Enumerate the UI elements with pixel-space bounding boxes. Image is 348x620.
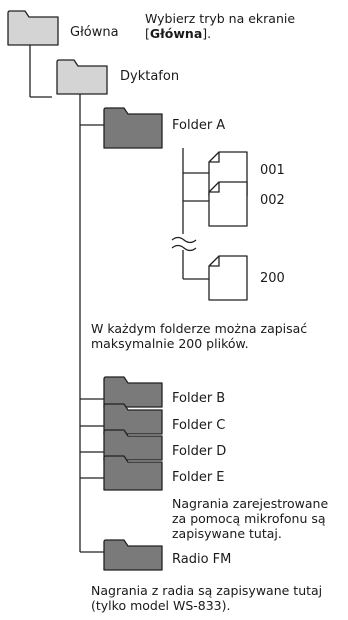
folder-a-note-line-2: maksymalnie 200 plików.: [91, 336, 249, 351]
folder-a-note-line-1: W każdym folderze można zapisać: [91, 321, 308, 336]
mic-note: Nagrania zarejestrowane za pomocą mikrof…: [172, 496, 328, 541]
file-200-icon-fold: [209, 256, 220, 267]
radio-fm-folder-icon: [103, 539, 163, 571]
file-002-label: 002: [260, 193, 285, 208]
home-folder-icon: [7, 10, 59, 46]
radio-note: Nagrania z radia są zapisywane tutaj (ty…: [91, 583, 322, 613]
folder-c-icon: [103, 403, 163, 435]
home-label: Główna: [70, 25, 119, 40]
file-001-icon-fold: [209, 152, 220, 163]
home-instruction-bracket-open: [: [145, 26, 150, 41]
file-002-icon-fold: [209, 182, 220, 193]
tree-icons: [7, 10, 248, 571]
omission-mark-top: [171, 236, 197, 244]
recorder-folder-icon: [56, 59, 108, 95]
folder-a-icon: [103, 107, 163, 149]
recorder-label: Dyktafon: [120, 69, 180, 84]
radio-note-line-1: Nagrania z radia są zapisywane tutaj: [91, 583, 323, 598]
folder-c-label: Folder C: [172, 418, 226, 433]
home-instruction-line-1: Wybierz tryb na ekranie: [145, 11, 296, 26]
file-200-label: 200: [260, 271, 285, 286]
mic-note-line-3: zapisywane tutaj.: [172, 526, 282, 541]
mic-note-line-2: za pomocą mikrofonu są: [172, 511, 326, 526]
folder-e-label: Folder E: [172, 470, 225, 485]
file-200-icon: [208, 255, 248, 301]
file-002-icon: [208, 181, 248, 227]
omission-mark-bottom: [171, 244, 197, 252]
folder-b-label: Folder B: [172, 391, 226, 406]
mic-note-line-1: Nagrania zarejestrowane: [172, 496, 329, 511]
home-instruction-line-2: [Główna].: [145, 26, 295, 41]
radio-fm-label: Radio FM: [172, 552, 232, 567]
folder-e-icon: [103, 455, 163, 491]
home-instruction-bold: Główna: [149, 26, 203, 41]
folder-d-label: Folder D: [172, 444, 227, 459]
file-001-label: 001: [260, 163, 285, 178]
folder-d-icon: [103, 429, 163, 461]
tree-connector-lines: [29, 42, 209, 553]
folder-b-icon: [103, 376, 163, 408]
home-instruction-suffix: ].: [202, 26, 212, 41]
folder-a-label: Folder A: [172, 118, 226, 133]
radio-note-line-2: (tylko model WS-833).: [91, 598, 231, 613]
folder-a-note: W każdym folderze można zapisać maksymal…: [91, 321, 307, 351]
home-instruction: Wybierz tryb na ekranie [Główna].: [145, 11, 295, 41]
